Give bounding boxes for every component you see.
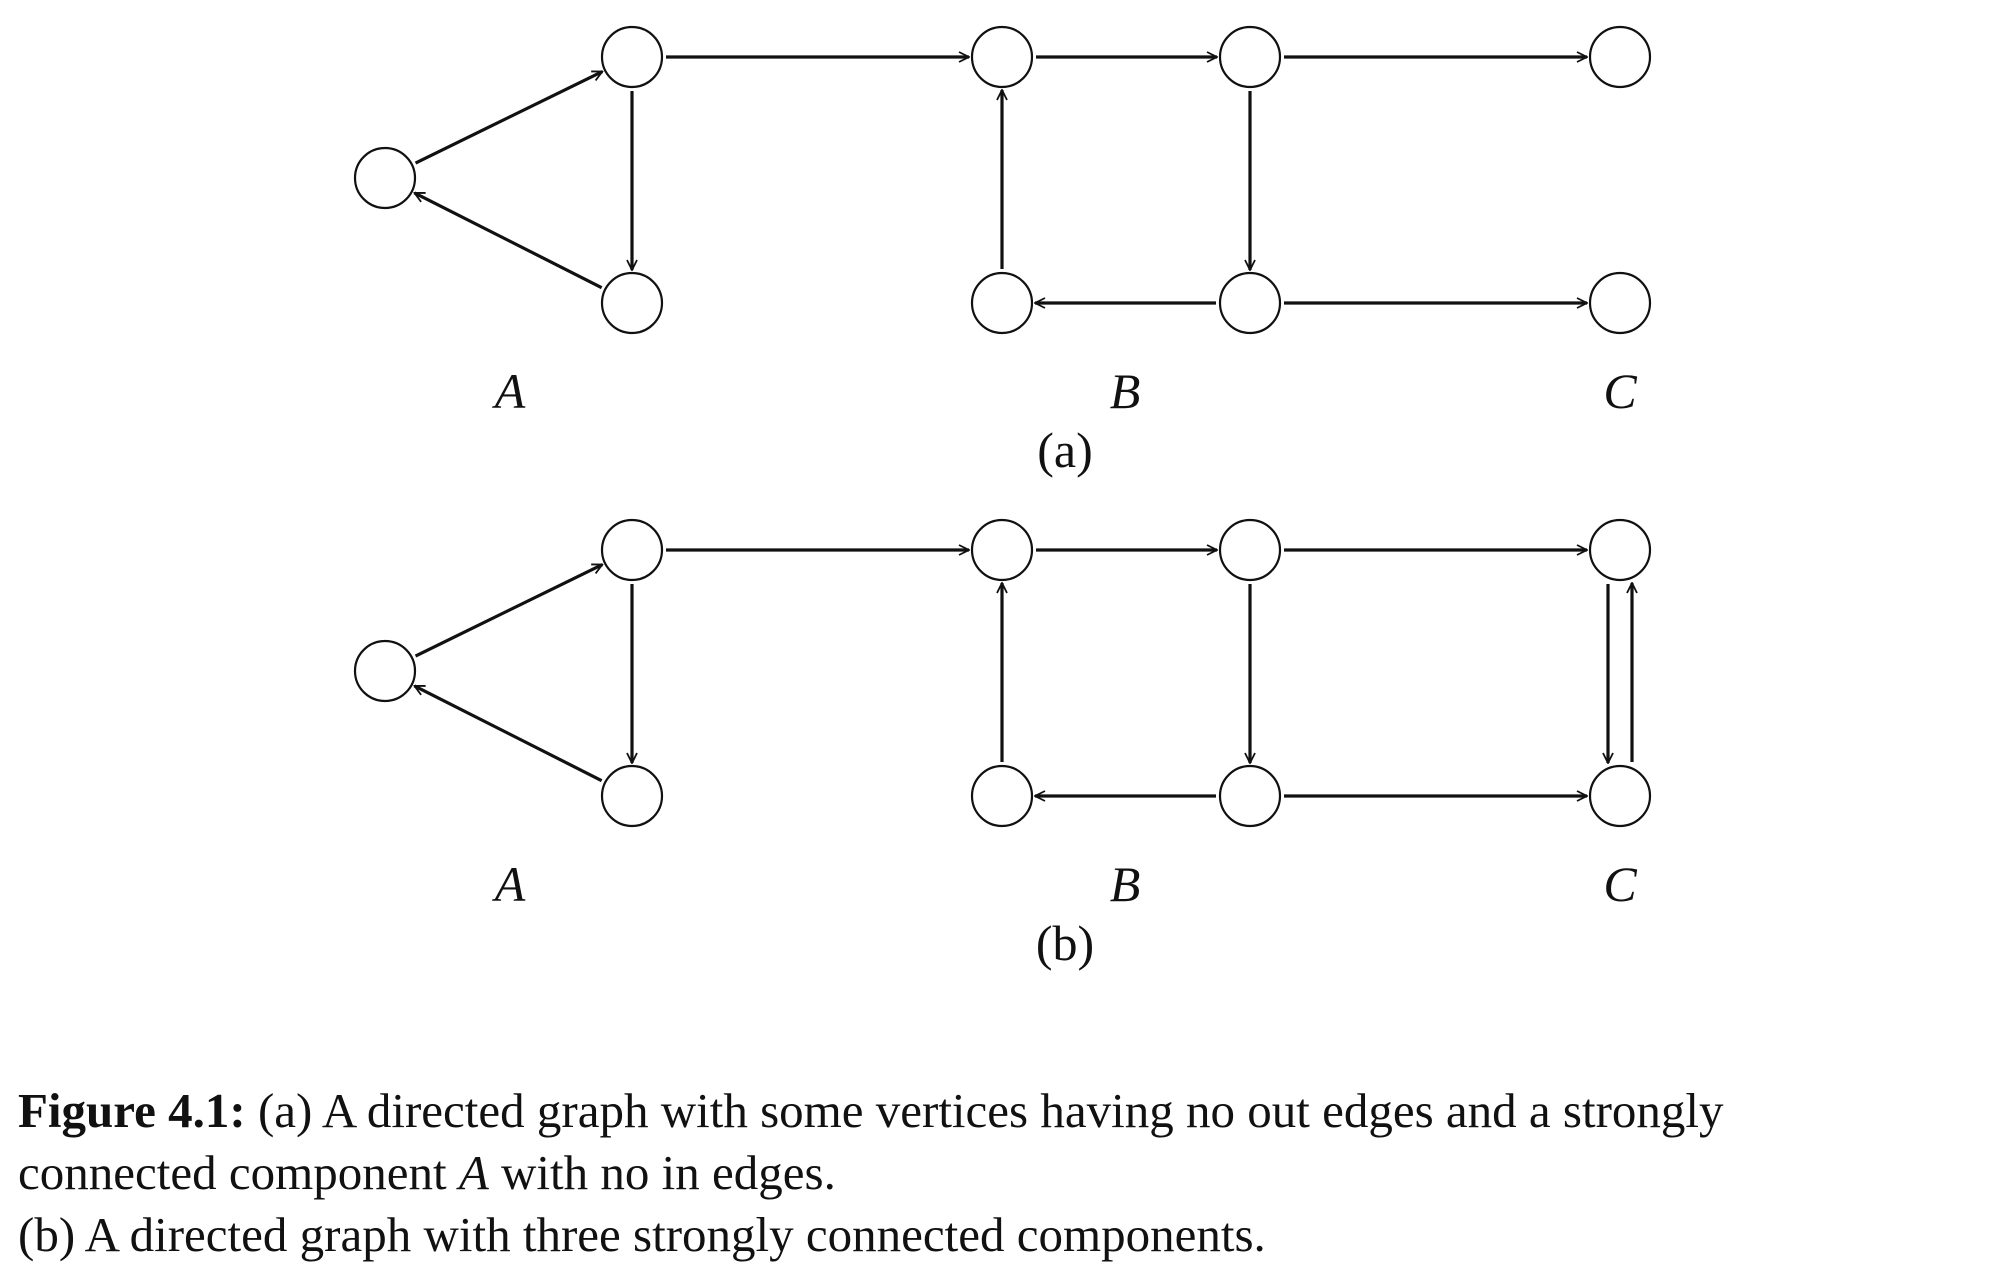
figure-caption: Figure 4.1: (a) A directed graph with so… [18, 1080, 1978, 1266]
directed-graph-figure: A B C (a) A B C (b) [353, 25, 1652, 971]
component-label-c: C [1603, 363, 1637, 419]
component-label-b: B [1110, 363, 1141, 419]
node-b3 [970, 764, 1034, 828]
node-b3 [970, 271, 1034, 335]
node-b4 [1218, 764, 1282, 828]
node-c2 [1588, 764, 1652, 828]
edge-a1-to-a2 [414, 70, 603, 165]
caption-figure-label: Figure 4.1: [18, 1083, 246, 1138]
caption-line-2: connected component A with no in edges. [18, 1142, 1978, 1204]
node-b2 [1218, 518, 1282, 582]
node-c1 [1588, 25, 1652, 89]
node-c1 [1588, 518, 1652, 582]
edge-a3-to-a1 [414, 684, 603, 783]
panel-a: A B C (a) [353, 25, 1652, 478]
node-a2 [600, 518, 664, 582]
node-b4 [1218, 271, 1282, 335]
node-c2 [1588, 271, 1652, 335]
edge-a3-to-a1 [414, 191, 603, 290]
node-b1 [970, 25, 1034, 89]
node-b1 [970, 518, 1034, 582]
node-a3 [600, 271, 664, 335]
edge-a1-to-a2 [414, 563, 603, 658]
caption-line-3: (b) A directed graph with three strongly… [18, 1204, 1978, 1266]
node-b2 [1218, 25, 1282, 89]
caption-line-1: Figure 4.1: (a) A directed graph with so… [18, 1080, 1978, 1142]
caption-text-a: (a) A directed graph with some vertices … [245, 1083, 1724, 1138]
component-label-a: A [492, 363, 526, 419]
node-a3 [600, 764, 664, 828]
component-label-c: C [1603, 856, 1637, 912]
caption-text-b: (b) A directed graph with three strongly… [18, 1207, 1266, 1262]
node-a1 [353, 146, 417, 210]
caption-text-a-cont: connected component [18, 1145, 459, 1200]
component-label-a: A [492, 856, 526, 912]
node-a2 [600, 25, 664, 89]
node-a1 [353, 639, 417, 703]
caption-text-a-end: with no in edges. [488, 1145, 836, 1200]
panel-sublabel: (a) [1037, 422, 1093, 478]
caption-component-var: A [458, 1145, 489, 1200]
component-label-b: B [1110, 856, 1141, 912]
panel-sublabel: (b) [1036, 915, 1094, 971]
panel-b: A B C (b) [353, 518, 1652, 971]
